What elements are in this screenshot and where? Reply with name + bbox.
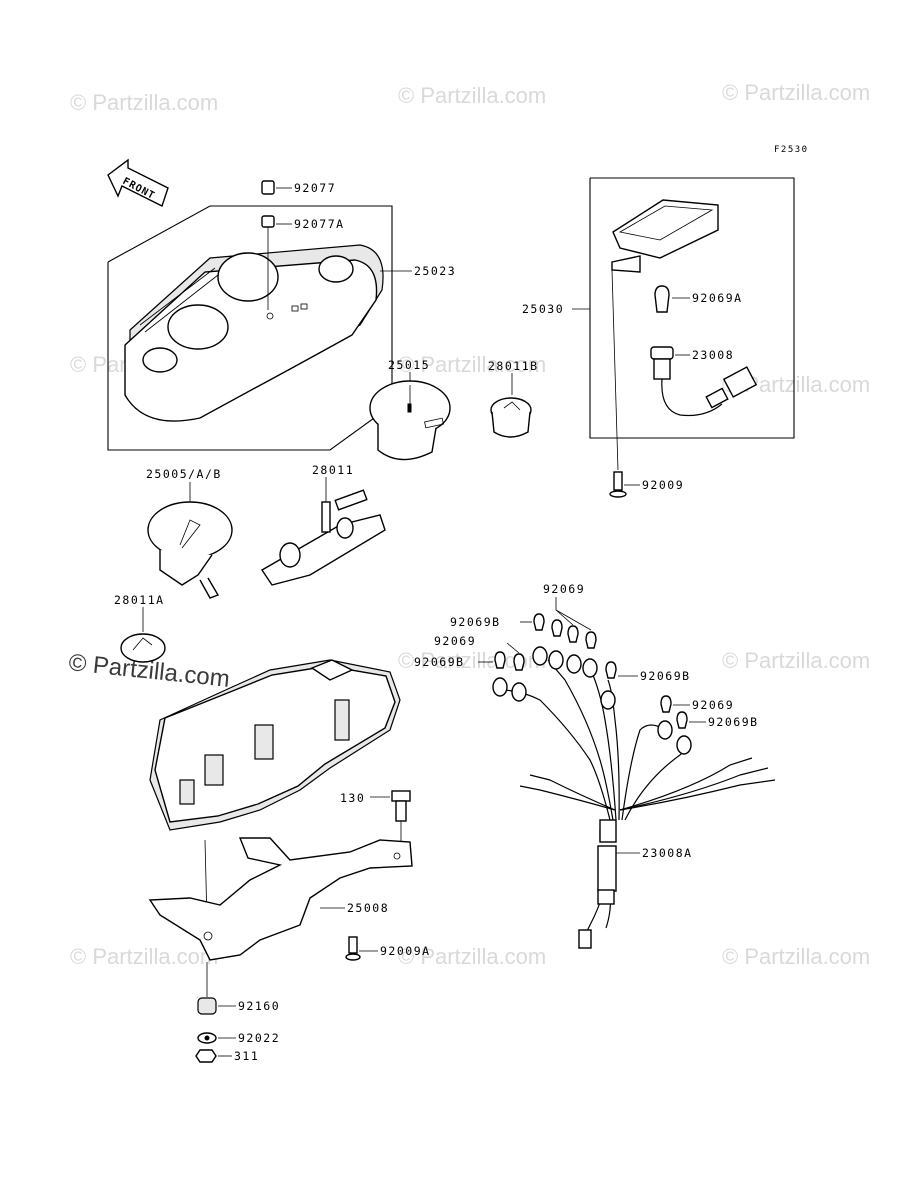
part-label-92069-4: 92069 <box>692 698 734 712</box>
wiring-harness <box>478 597 776 949</box>
grommet-stack <box>195 962 236 1063</box>
part-label-25005: 25005/A/B <box>146 467 222 481</box>
part-label-92069-2: 92069 <box>434 634 476 648</box>
watermark: © Partzilla.com <box>398 352 546 377</box>
circuit-28011 <box>261 477 386 586</box>
bolt-130 <box>370 790 411 846</box>
part-label-92022: 92022 <box>238 1031 280 1045</box>
part-label-25015: 25015 <box>388 358 430 372</box>
front-arrow-icon: FRONT <box>107 158 169 207</box>
part-label-28011A: 28011A <box>114 593 165 607</box>
meter-case <box>149 659 401 923</box>
watermark: © Partzilla.com <box>70 944 218 969</box>
part-label-92069B-1: 92069B <box>450 615 501 629</box>
speedometer-25005 <box>147 482 233 599</box>
tachometer-25015 <box>369 372 451 461</box>
part-label-92069-top: 92069 <box>543 582 585 596</box>
part-label-25030: 25030 <box>522 302 564 316</box>
part-label-23008: 23008 <box>692 348 734 362</box>
light-28011B <box>490 373 532 438</box>
part-label-92069B-4: 92069B <box>708 715 759 729</box>
indicator-unit-group <box>572 177 795 498</box>
watermark: © Partzilla.com <box>398 83 546 108</box>
part-label-92160: 92160 <box>238 999 280 1013</box>
part-label-311: 311 <box>234 1049 259 1063</box>
watermark: © Partzilla.com <box>722 80 870 105</box>
part-label-25008: 25008 <box>347 901 389 915</box>
part-label-92077: 92077 <box>294 181 336 195</box>
part-label-28011B: 28011B <box>488 359 539 373</box>
part-label-28011: 28011 <box>312 463 354 477</box>
part-label-92077A: 92077A <box>294 217 345 231</box>
part-label-92009A: 92009A <box>380 944 431 958</box>
part-label-92069B-2: 92069B <box>414 655 465 669</box>
part-label-25023: 25023 <box>414 264 456 278</box>
watermark: © Partzilla.com <box>70 90 218 115</box>
part-label-92009: 92009 <box>642 478 684 492</box>
part-label-130: 130 <box>340 791 365 805</box>
watermark: © Partzilla.com <box>398 944 546 969</box>
meter-cover-group <box>107 180 412 451</box>
part-label-92069A: 92069A <box>692 291 743 305</box>
diagram-code: F2530 <box>774 145 809 155</box>
bracket-25008 <box>148 837 413 961</box>
light-28011A <box>120 607 166 663</box>
watermark: © Partzilla.com <box>722 648 870 673</box>
part-label-23008A: 23008A <box>642 846 693 860</box>
screw-92009A <box>345 936 378 961</box>
part-label-92069B-3: 92069B <box>640 669 691 683</box>
watermark: © Partzilla.com <box>722 944 870 969</box>
